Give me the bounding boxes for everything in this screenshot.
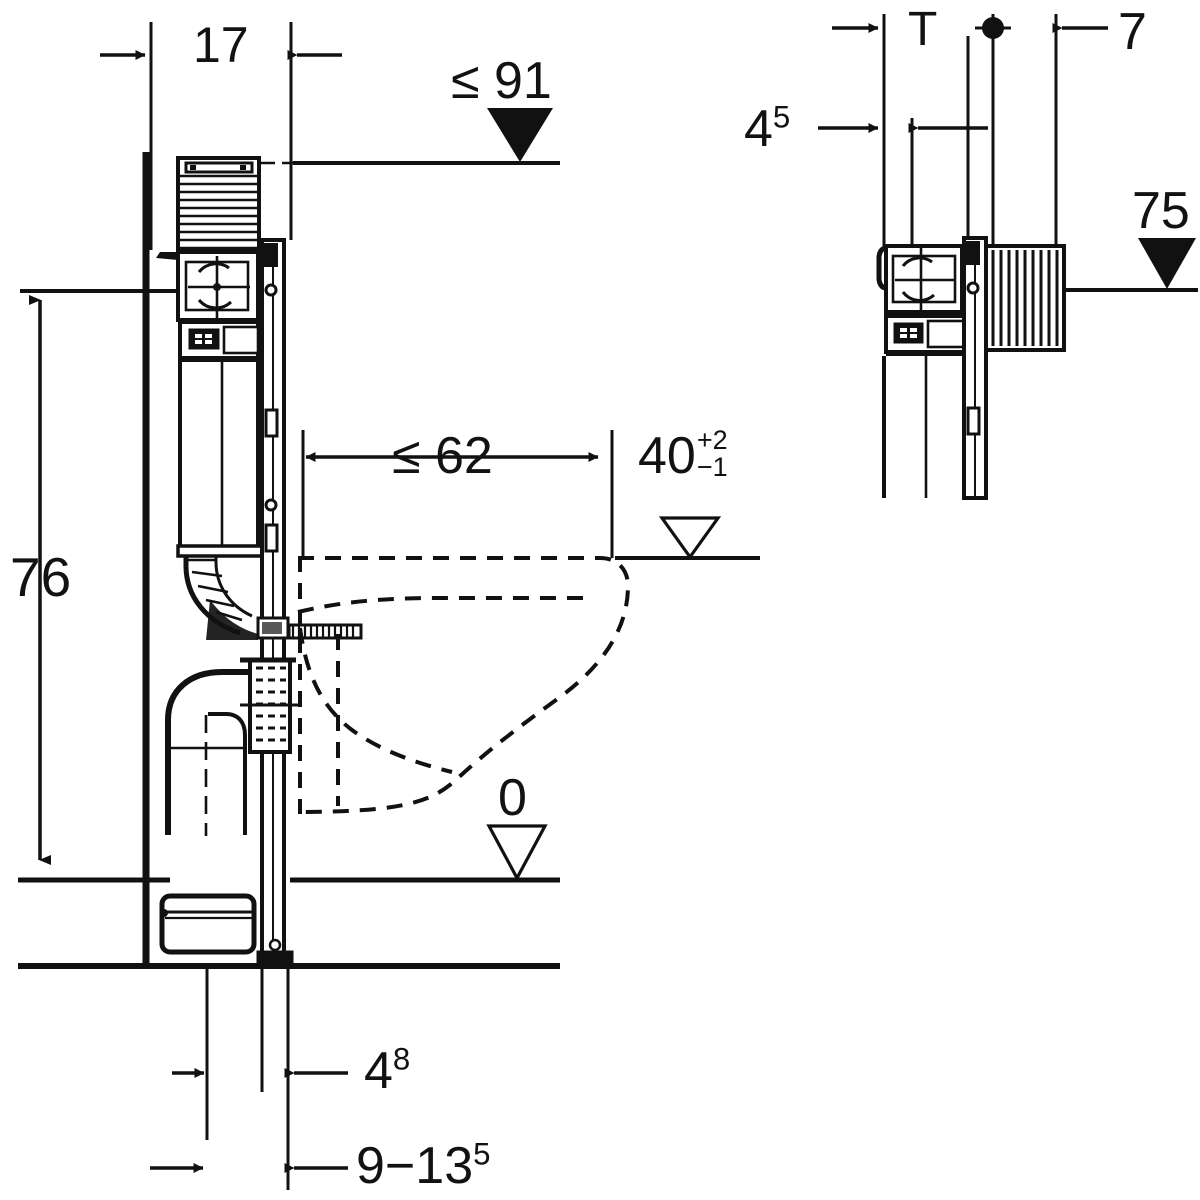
drain-elbow	[165, 669, 252, 836]
dim-45-sup: 5	[772, 99, 791, 135]
dim-40-tol-plus: +2	[696, 424, 728, 455]
flush-valve-housing	[156, 250, 260, 322]
side-flush-valve	[876, 244, 964, 314]
side-frame-rail	[962, 236, 988, 500]
dim-40-value: 40	[638, 427, 696, 485]
dim-45-value: 4	[744, 100, 773, 158]
dim-62	[301, 430, 614, 560]
dim-label-75: 75	[1132, 182, 1190, 240]
dim-label-76: 76	[10, 546, 72, 608]
side-stud-threaded	[984, 244, 1100, 352]
inspection-box	[178, 320, 260, 360]
stud-upper	[256, 616, 363, 640]
drain-socket	[159, 893, 257, 955]
dim-label-7: 7	[1118, 3, 1147, 61]
dim-label-4-5: 45	[744, 99, 791, 158]
dim-label-40-tolerance: 40+2−1	[638, 424, 728, 487]
dim-label-T: T	[908, 3, 938, 56]
dim-9135-value: 9−13	[356, 1137, 474, 1195]
dim-label-0: 0	[498, 769, 527, 827]
flush-bend	[176, 544, 266, 640]
tank-lower	[178, 358, 260, 552]
dim-label-17: 17	[193, 17, 249, 73]
dim-48-sup: 8	[392, 1041, 411, 1077]
center-mark	[975, 14, 1011, 248]
frame-rail	[256, 238, 294, 968]
wc-bowl-dashed	[297, 556, 631, 814]
level-91	[240, 108, 560, 165]
dim-label-le-91: ≤ 91	[451, 52, 552, 110]
dim-9135-sup: 5	[473, 1136, 491, 1172]
dim-40-tol-minus: −1	[696, 452, 728, 483]
level-40	[615, 516, 760, 560]
drain-connector	[240, 657, 300, 754]
dim-bottom-extension-lines	[205, 968, 290, 1190]
cistern-body	[176, 156, 261, 252]
dim-label-9-13-5: 9−135	[356, 1136, 491, 1195]
side-tank-verticals	[882, 352, 962, 498]
dim-48-value: 4	[364, 1042, 393, 1100]
dim-label-le-62: ≤ 62	[392, 427, 493, 485]
side-inspection-box	[884, 314, 966, 354]
dim-40-tolerance-stack: +2−1	[696, 424, 728, 483]
level-75	[1060, 238, 1198, 292]
level-0	[486, 824, 548, 882]
dim-label-4-8: 48	[364, 1041, 411, 1100]
